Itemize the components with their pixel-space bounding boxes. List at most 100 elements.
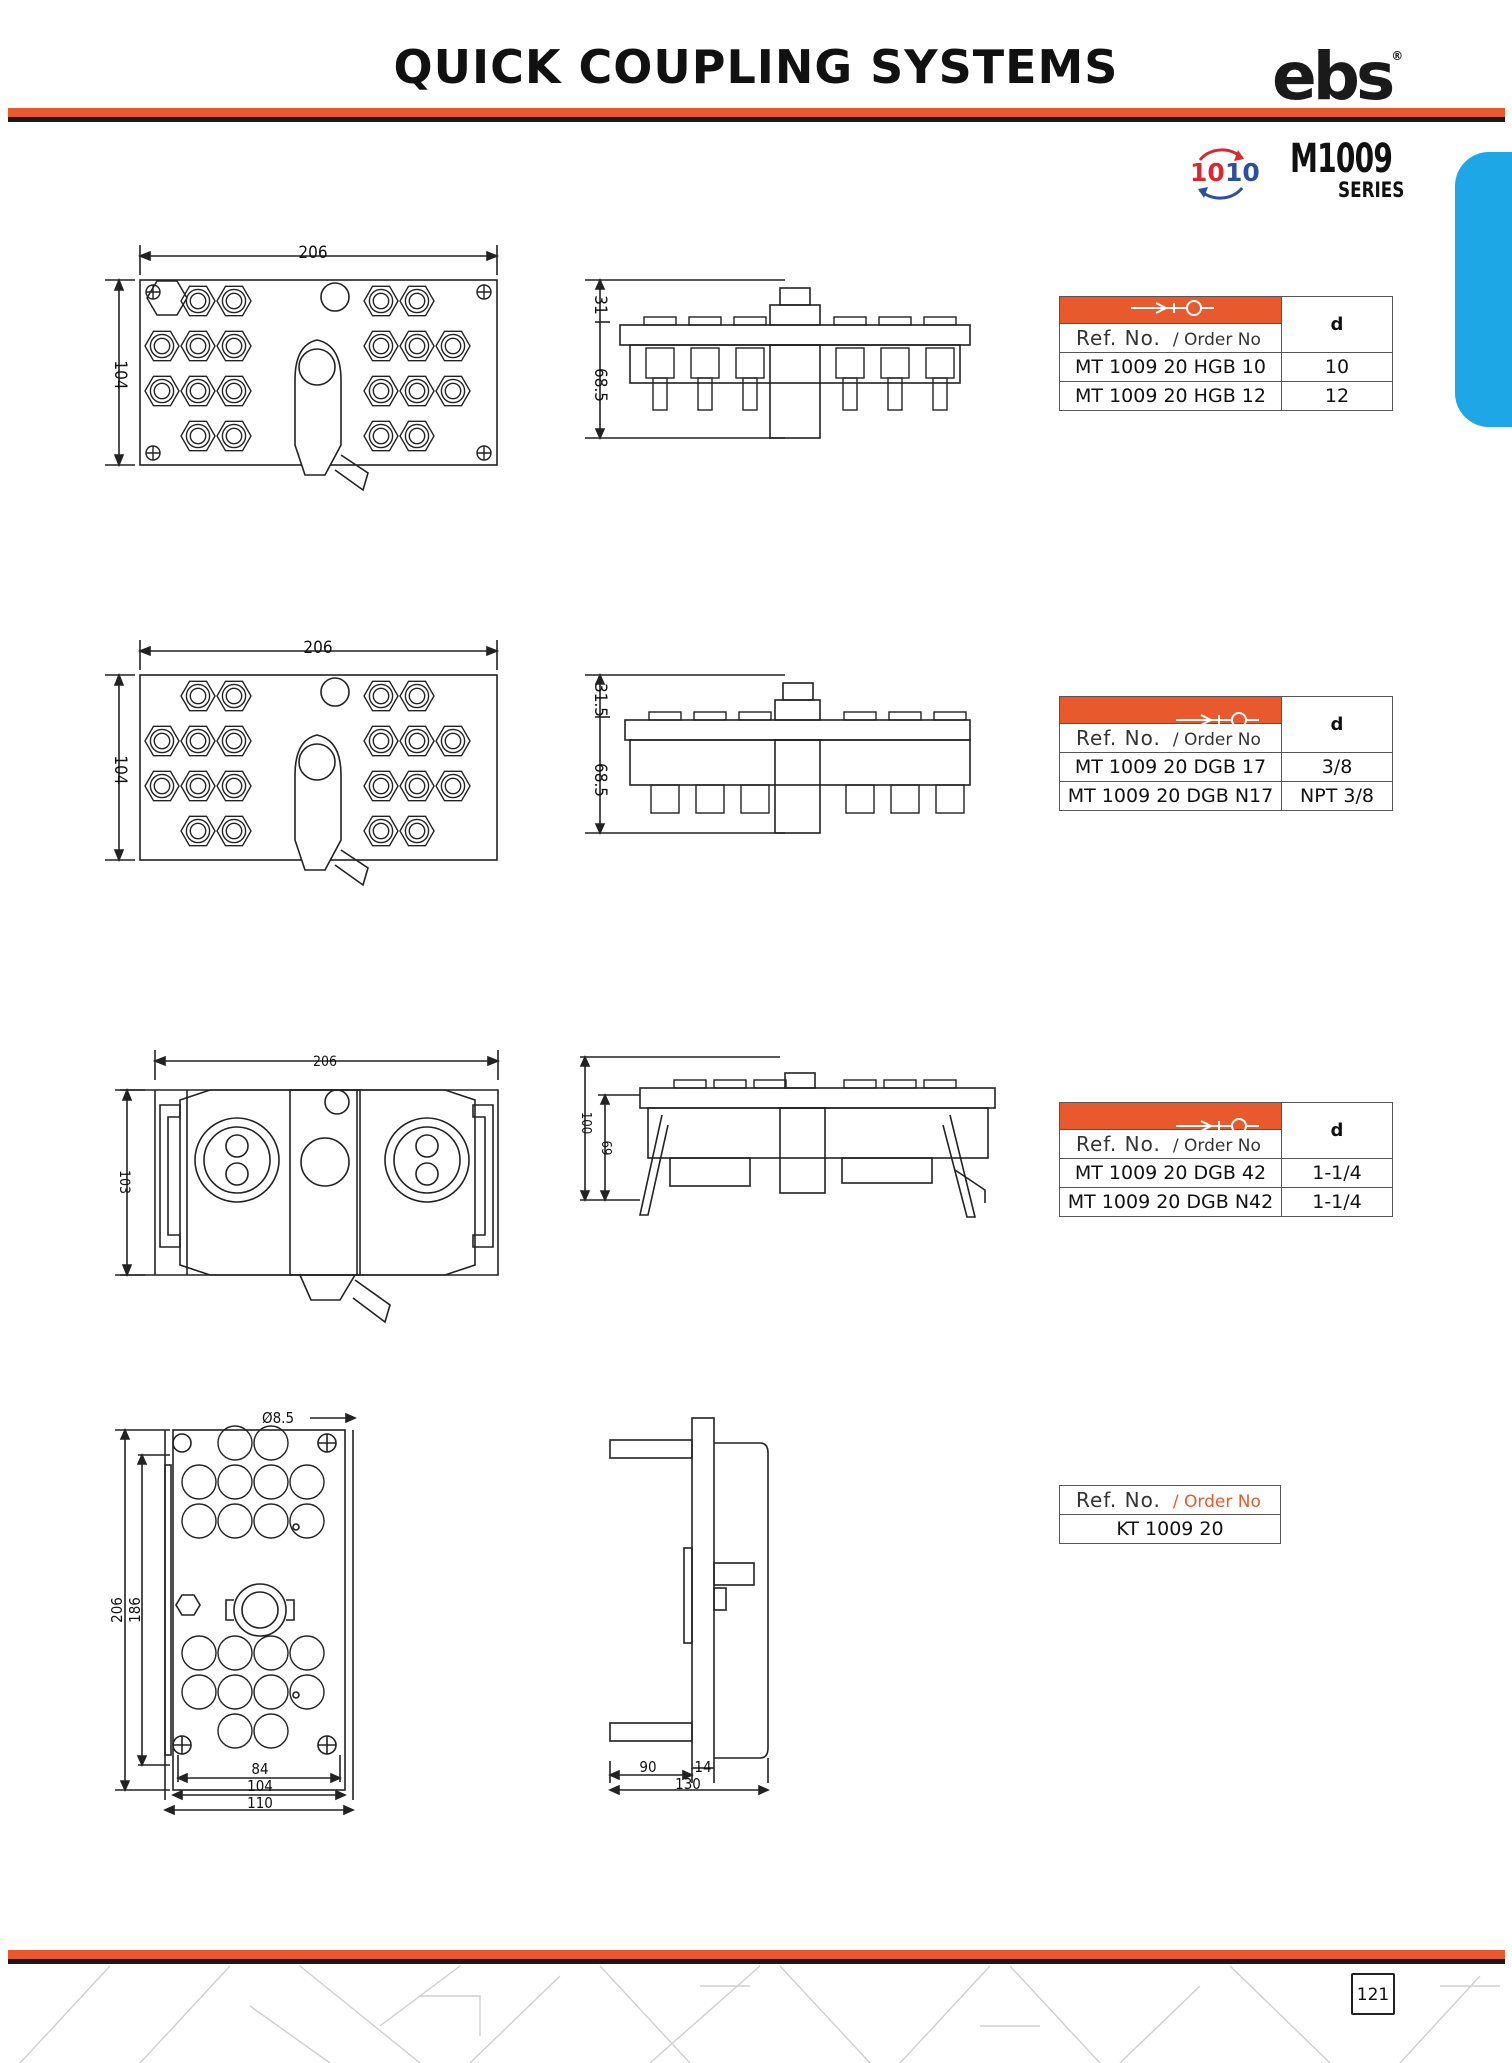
coupling-ring: [408, 382, 426, 400]
coupling-ring: [221, 773, 247, 799]
port-hole: [253, 1503, 289, 1539]
front-view-kt: Ø8.5 206 186 84 104 110: [108, 1409, 357, 1816]
coupling-ring: [372, 292, 390, 310]
ref-number: MT 1009 20 HGB 10: [1059, 352, 1282, 382]
coupling-ring: [444, 382, 462, 400]
ref-label: Ref. No.: [1076, 326, 1161, 350]
coupling-ring: [368, 288, 394, 314]
order-label: / Order No: [1172, 730, 1261, 750]
dim-side-top-1: 31: [590, 295, 610, 314]
coupling-ring: [153, 337, 171, 355]
coupling-ring: [185, 288, 211, 314]
hex-nut: [363, 375, 399, 407]
coupling-ring: [149, 378, 175, 404]
port-hole: [253, 1713, 289, 1749]
fitting-cap: [923, 1079, 957, 1089]
order-label: / Order No: [1172, 1136, 1261, 1156]
coupling-ring: [153, 382, 171, 400]
hex-nut: [180, 285, 216, 317]
dim-side-inner-3: 69: [598, 1141, 613, 1156]
port-hole: [289, 1503, 325, 1539]
coupling-ring: [185, 728, 211, 754]
port-hole: [253, 1635, 289, 1671]
port-hole: [289, 1464, 325, 1500]
hex-nut: [180, 420, 216, 452]
page-number: 121: [1351, 1973, 1395, 2015]
coupling-ring: [189, 427, 207, 445]
dim-height-inner-4: 186: [126, 1597, 144, 1623]
hose-barb: [652, 377, 668, 411]
coupling-ring: [189, 777, 207, 795]
coupling-ring: [225, 292, 243, 310]
fitting-body: [735, 347, 765, 379]
d-value: NPT 3/8: [1281, 781, 1393, 811]
hex-nut: [399, 680, 435, 712]
footer-background-pattern: [19, 1965, 1500, 2063]
dim-s1-4: 90: [639, 1758, 656, 1776]
port-hole: [217, 1635, 253, 1671]
d-header: d: [1281, 696, 1393, 753]
hose-barb: [697, 377, 713, 411]
coupling-ring: [372, 687, 390, 705]
port-hole: [289, 1635, 325, 1671]
coupling-icon-cell: [1059, 296, 1282, 324]
hex-nut: [216, 285, 252, 317]
coupling-ring: [221, 728, 247, 754]
hex-nut: [363, 285, 399, 317]
fitting-cap: [888, 711, 922, 721]
coupling-ring: [225, 732, 243, 750]
section-tab[interactable]: [1455, 152, 1512, 427]
coupling-ring: [221, 818, 247, 844]
fitting-cap: [753, 1079, 787, 1089]
fitting-cap: [878, 316, 912, 326]
coupling-ring: [368, 773, 394, 799]
port-hole: [217, 1713, 253, 1749]
ref-label-cell: Ref. No. / Order No: [1059, 723, 1282, 753]
ref-number: MT 1009 20 DGB 42: [1059, 1158, 1282, 1188]
coupling-ring: [372, 822, 390, 840]
coupling-ring: [440, 378, 466, 404]
coupling-ring: [189, 292, 207, 310]
coupling-ring: [372, 382, 390, 400]
fitting-cap: [688, 316, 722, 326]
series-code: M1009: [1290, 136, 1393, 182]
hex-nut: [216, 770, 252, 802]
fitting-cap: [693, 711, 727, 721]
coupling-ring: [404, 728, 430, 754]
coupling-ring: [189, 732, 207, 750]
port-hole: [253, 1674, 289, 1710]
hex-nut: [216, 725, 252, 757]
dim-s3-4: 130: [675, 1775, 701, 1793]
hex-nut: [216, 375, 252, 407]
coupling-ring: [368, 818, 394, 844]
coupling-ring: [440, 773, 466, 799]
coupling-ring: [404, 333, 430, 359]
coupling-ring: [404, 683, 430, 709]
dim-width-1: 206: [298, 243, 327, 263]
d-value: 12: [1281, 381, 1393, 411]
coupling-ring: [221, 333, 247, 359]
coupling-ring: [368, 728, 394, 754]
hex-nut: [363, 770, 399, 802]
dim-hole-4: Ø8.5: [262, 1409, 294, 1427]
coupling-ring: [189, 822, 207, 840]
ref-label-cell: Ref. No. / Order No: [1059, 1129, 1282, 1159]
side-view-dgb-42: 100 69: [578, 1055, 996, 1218]
port-hole: [181, 1464, 217, 1500]
rotation-badge: 10 10: [1186, 142, 1260, 204]
ref-label: Ref. No.: [1076, 1132, 1161, 1156]
fitting-cap: [733, 316, 767, 326]
front-view-hgb: 206 104: [105, 243, 500, 492]
coupling-ring: [149, 773, 175, 799]
fitting-body: [645, 347, 675, 379]
coupling-ring: [404, 378, 430, 404]
page-title: QUICK COUPLING SYSTEMS: [393, 40, 1119, 94]
coupling-ring: [408, 822, 426, 840]
ref-label-cell: Ref. No. / Order No: [1059, 323, 1282, 353]
hex-nut: [180, 725, 216, 757]
hex-nut: [144, 330, 180, 362]
hex-nut: [363, 725, 399, 757]
ref-number: MT 1009 20 DGB N42: [1059, 1187, 1282, 1217]
